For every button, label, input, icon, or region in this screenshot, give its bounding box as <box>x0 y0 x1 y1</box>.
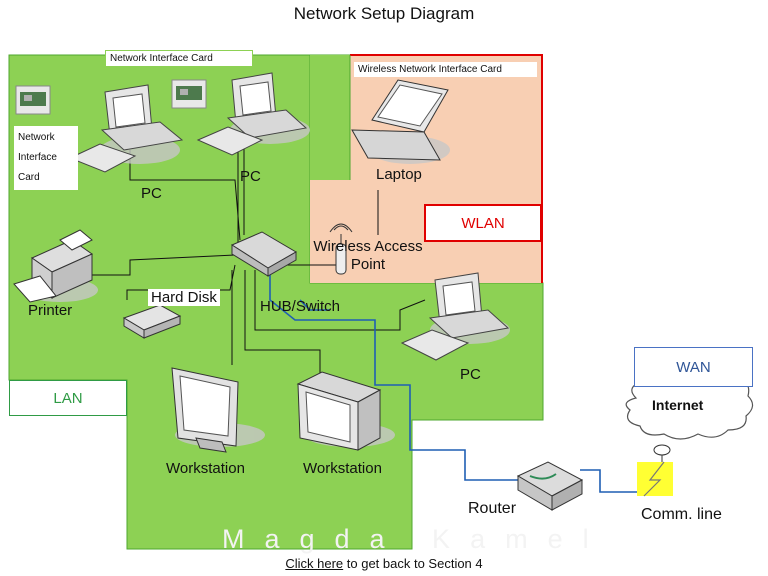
printer-label: Printer <box>28 302 73 319</box>
nic-left-line-3: Card <box>18 172 40 183</box>
workstation-2-label: Workstation <box>303 460 382 477</box>
footer-text: to get back to Section 4 <box>343 556 483 571</box>
pc-icon <box>196 72 308 156</box>
internet-label: Internet <box>652 397 704 413</box>
pc-icon <box>68 84 184 173</box>
hub-label: HUB/Switch <box>260 298 341 315</box>
pc-icon <box>400 272 510 361</box>
wan-label: WAN <box>634 347 753 387</box>
workstation-icon <box>296 371 382 451</box>
pc-mid-label: PC <box>240 168 261 185</box>
lan-label-text: LAN <box>53 389 83 407</box>
antenna-icon <box>329 223 353 275</box>
wan-label-text: WAN <box>676 358 711 376</box>
lightning-icon <box>637 461 673 497</box>
hard-disk-label: Hard Disk <box>148 289 220 306</box>
comm-line-label: Comm. line <box>641 506 722 523</box>
wlan-label-text: WLAN <box>461 214 505 232</box>
access-point-line-1: Wireless Access <box>313 238 423 255</box>
nic-card-icon <box>171 79 207 109</box>
nic-left-label: Network Interface Card <box>14 126 78 190</box>
page-title: Network Setup Diagram <box>293 4 475 23</box>
nic-left-line-2: Interface <box>18 152 57 163</box>
pc-right-label: PC <box>460 366 481 383</box>
wireless-nic-label: Wireless Network Interface Card <box>354 62 537 77</box>
hard-disk-icon <box>122 304 182 339</box>
workstation-1-label: Workstation <box>166 460 245 477</box>
lan-cables <box>92 140 426 385</box>
hub-icon <box>230 231 297 277</box>
nic-left-line-1: Network <box>18 132 55 143</box>
router-icon <box>516 461 584 511</box>
laptop-icon <box>351 79 449 161</box>
pc-left-label: PC <box>141 185 162 202</box>
watermark: Magda Kamel <box>222 524 609 554</box>
access-point-line-2: Point <box>350 256 386 273</box>
laptop-label: Laptop <box>376 166 422 183</box>
wan-cable <box>269 270 520 481</box>
router-label: Router <box>468 500 517 517</box>
nic-top-label: Network Interface Card <box>105 50 253 67</box>
wlan-label: WLAN <box>424 204 542 242</box>
access-point-label: Wireless Access Point <box>306 238 430 274</box>
printer-icon <box>13 229 94 303</box>
lan-label: LAN <box>9 380 127 416</box>
workstation-icon <box>171 367 239 453</box>
nic-card-icon <box>15 85 51 115</box>
back-to-section-link[interactable]: Click here <box>285 556 344 571</box>
footer: Click here to get back to Section 4 <box>0 556 768 571</box>
